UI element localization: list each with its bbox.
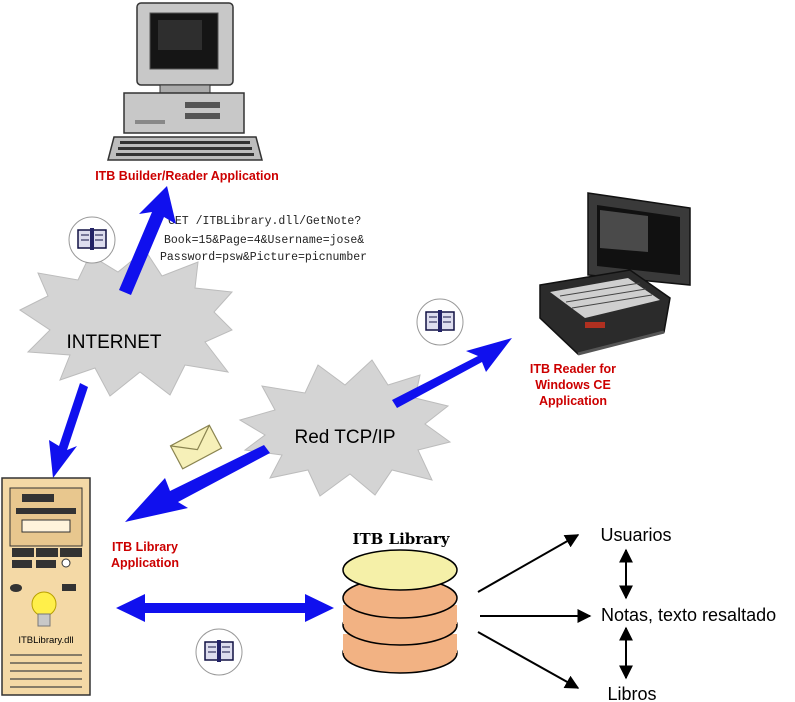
libros-label: Libros <box>607 684 656 702</box>
book-icon <box>195 628 243 676</box>
arrow-internet-to-server <box>49 383 88 478</box>
book-icon <box>68 216 116 264</box>
arrow-to-libros <box>477 631 580 689</box>
get-request-line-1: GET /ITBLibrary.dll/GetNote? <box>168 215 361 228</box>
arrow-internet-to-builder <box>119 186 176 295</box>
get-request-line-3: Password=psw&Picture=picnumber <box>160 251 367 264</box>
reader-ce-label-line-1: ITB Reader for <box>530 362 616 376</box>
usuarios-label: Usuarios <box>600 525 671 545</box>
library-title: ITB Library <box>352 530 450 548</box>
desktop-computer-icon <box>107 2 263 161</box>
dll-filename: ITBLibrary.dll <box>18 635 73 646</box>
internet-cloud: INTERNET <box>19 249 234 397</box>
server-tower-icon <box>1 477 91 696</box>
library-app-label-line-1: ITB Library <box>112 540 178 554</box>
notas-label: Notas, texto resaltado <box>601 605 776 625</box>
reader-ce-label-line-3: Application <box>539 394 607 408</box>
internet-label: INTERNET <box>67 332 162 353</box>
laptop-icon <box>539 192 691 356</box>
lightbulb-icon <box>31 591 57 627</box>
arrow-to-usuarios <box>477 534 580 593</box>
arrow-server-library <box>116 594 334 622</box>
builder-app-label: ITB Builder/Reader Application <box>95 169 279 183</box>
envelope-icon <box>169 424 223 470</box>
get-request-line-2: Book=15&Page=4&Username=jose& <box>164 234 364 247</box>
arrow-tcpip-to-server <box>125 445 270 522</box>
reader-ce-label-line-2: Windows CE <box>535 378 611 392</box>
arrow-tcpip-to-laptop <box>392 338 512 408</box>
book-icon <box>416 298 464 346</box>
red-tcpip-cloud: Red TCP/IP <box>238 359 452 497</box>
red-tcpip-label: Red TCP/IP <box>294 427 395 448</box>
library-app-label-line-2: Application <box>111 556 179 570</box>
database-icon <box>342 549 458 674</box>
